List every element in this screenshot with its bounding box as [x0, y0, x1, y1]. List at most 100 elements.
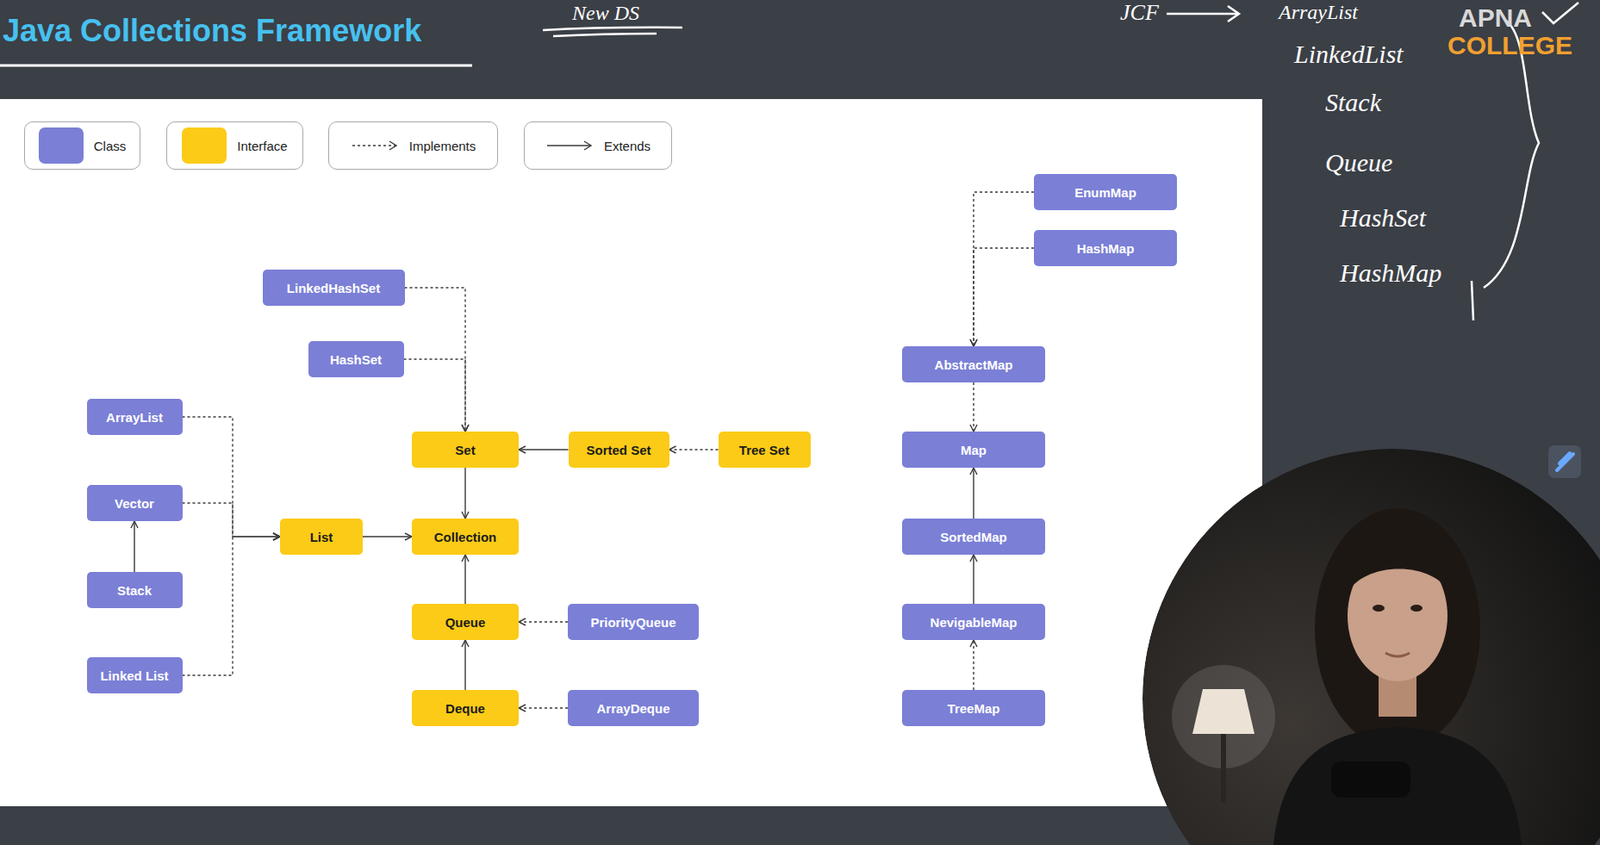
handwritten-note: HashSet [1339, 203, 1426, 232]
handwritten-note: HashMap [1339, 258, 1442, 287]
handwritten-note: ArrayList [1278, 0, 1358, 24]
watermark-logo: COLLEGE [1447, 31, 1573, 60]
implements-arrow [973, 248, 1034, 347]
implements-arrow [972, 640, 974, 691]
node-label: HashMap [1077, 241, 1135, 256]
class-box: NevigableMap [902, 603, 1046, 641]
legend-line-sample [545, 139, 594, 152]
class-box: LinkedHashSet [262, 269, 405, 306]
lamp-shade [1192, 689, 1255, 735]
node-label: Vector [114, 496, 155, 511]
implements-arrow [404, 287, 467, 432]
class-box: EnumMap [1033, 174, 1177, 211]
legend-line [547, 144, 591, 146]
class-box: AbstractMap [902, 346, 1046, 383]
node-label: LinkedHashSet [286, 280, 380, 296]
class-box: SortedMap [902, 518, 1046, 555]
node-label: PriorityQueue [590, 615, 676, 630]
extends-arrow [518, 448, 569, 450]
interface-box: Queue [411, 603, 519, 641]
handwritten-stroke [1471, 280, 1474, 321]
extends-arrow [464, 554, 466, 604]
interface-box: Collection [411, 518, 519, 555]
node-label: AbstractMap [934, 357, 1014, 373]
handwritten-note: Queue [1325, 148, 1393, 177]
implements-arrow [972, 382, 974, 432]
title-underline [0, 64, 473, 68]
implements-arrow [182, 503, 281, 537]
node-label: Linked List [99, 668, 169, 684]
legend-item: Extends [523, 121, 673, 170]
class-box: Linked List [87, 657, 183, 694]
implements-arrow [518, 621, 568, 623]
handwritten-underline [542, 27, 683, 31]
node-label: Map [960, 442, 987, 458]
extends-arrow [464, 640, 466, 691]
legend-swatch [38, 127, 84, 164]
legend-text: Implements [409, 138, 477, 154]
presenter-eye [1372, 604, 1385, 612]
handwritten-note: Stack [1325, 87, 1382, 117]
presenter-mouth [1385, 653, 1410, 657]
interface-box: Deque [411, 690, 519, 727]
class-box: TreeMap [902, 690, 1046, 727]
presenter-hair [1314, 508, 1481, 750]
interface-box: List [280, 518, 363, 555]
app-icon-mark [1556, 453, 1574, 471]
interface-box: Sorted Set [568, 431, 670, 468]
implements-arrow [182, 417, 281, 537]
node-label: Sorted Set [585, 442, 651, 458]
node-label: ArrayDeque [596, 701, 670, 716]
node-label: TreeMap [947, 701, 1001, 716]
node-label: Stack [117, 583, 152, 598]
node-label: Tree Set [739, 442, 790, 458]
node-label: List [310, 529, 334, 545]
legend-text: Class [93, 138, 127, 154]
node-label: HashSet [329, 352, 382, 368]
handwritten-underline [553, 33, 657, 37]
extends-arrow [972, 467, 974, 519]
node-label: Collection [434, 529, 498, 545]
extends-arrow [133, 521, 135, 573]
node-label: ArrayList [105, 410, 163, 425]
lamp-stand [1220, 734, 1227, 804]
legend-item: Interface [166, 121, 304, 170]
handwritten-note: JCF [1120, 0, 1159, 26]
legend-line-sample [350, 139, 399, 152]
handwritten-arrowhead [1227, 6, 1239, 22]
class-box: Vector [87, 485, 183, 522]
node-label: SortedMap [940, 529, 1008, 545]
legend-arrowhead [389, 141, 397, 150]
class-box: ArrayDeque [567, 690, 699, 727]
presenter-body [1273, 727, 1522, 845]
legend-item: Class [24, 121, 141, 170]
handwritten-check [1542, 2, 1579, 24]
extends-arrow [362, 535, 412, 537]
microphone [1331, 761, 1411, 798]
implements-arrow [669, 448, 719, 450]
node-label: Set [454, 442, 475, 458]
handwritten-note: LinkedList [1294, 39, 1404, 69]
presenter-fringe [1345, 546, 1451, 597]
legend-text: Interface [236, 138, 287, 154]
handwritten-brace [1483, 20, 1539, 288]
legend-swatch [181, 127, 227, 164]
page-title: Java Collections Framework [2, 13, 422, 49]
interface-box: Set [411, 431, 519, 468]
presenter-video [1142, 448, 1600, 845]
extends-arrow [464, 467, 466, 519]
interface-box: Tree Set [718, 431, 811, 468]
class-box: Stack [87, 572, 183, 609]
legend-arrowhead [584, 141, 592, 150]
implements-arrow [518, 707, 568, 709]
watermark-logo: APNA [1458, 3, 1532, 32]
class-box: HashSet [308, 341, 405, 378]
implements-arrow [404, 359, 467, 432]
node-label: NevigableMap [930, 615, 1018, 630]
class-box: HashMap [1033, 230, 1177, 267]
node-label: Queue [445, 615, 486, 630]
class-box: Map [902, 431, 1046, 468]
handwritten-note: New DS [572, 1, 640, 25]
node-label: EnumMap [1074, 185, 1137, 200]
